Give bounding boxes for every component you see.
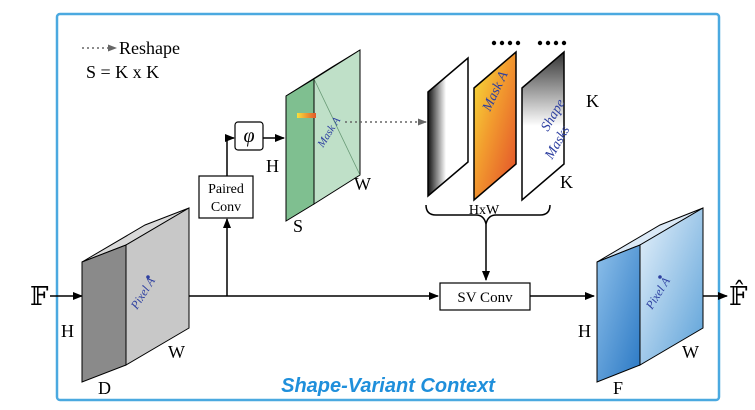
paired-conv-line2: Conv xyxy=(211,200,241,215)
block-s-inner-edge xyxy=(313,78,361,176)
output-symbol: 𝔽̂ xyxy=(729,279,748,311)
block-s-front xyxy=(285,78,315,222)
block-d-side xyxy=(125,207,190,366)
block-f-width-label: W xyxy=(682,342,699,362)
caption: Shape-Variant Context xyxy=(281,375,496,397)
block-s: Mask A xyxy=(285,49,361,222)
block-f-pixel-dot xyxy=(658,275,662,279)
reshape-label: Reshape xyxy=(119,38,180,58)
phi-box xyxy=(234,121,264,151)
mask-cards: Mask A Shape Masks xyxy=(427,40,574,202)
mask-card-color xyxy=(473,50,517,202)
block-f-height-label: H xyxy=(578,321,591,341)
block-d-height-label: H xyxy=(61,321,74,341)
mask-card-bw xyxy=(427,56,469,198)
paired-conv-box xyxy=(198,175,254,219)
sv-conv-label: SV Conv xyxy=(457,290,513,306)
block-s-name: S xyxy=(293,216,303,236)
ellipsis-dots-2 xyxy=(537,40,567,46)
mask-card-shape xyxy=(521,50,565,202)
block-s-pixel-highlight xyxy=(297,113,316,118)
block-d-name: D xyxy=(98,378,111,398)
block-s-width-label: W xyxy=(354,174,371,194)
block-d-width-label: W xyxy=(168,342,185,362)
phi-symbol: φ xyxy=(243,125,254,147)
block-d-pixel-dot xyxy=(146,275,150,279)
block-s-height-label: H xyxy=(266,156,279,176)
mask-k-top-label: K xyxy=(586,91,599,111)
formula-label: S = K x K xyxy=(86,62,159,82)
block-d-front xyxy=(81,244,127,383)
block-f-front xyxy=(596,244,641,383)
ellipsis-dots-1 xyxy=(491,40,521,46)
hw-label: HxW xyxy=(469,203,500,218)
mask-k-bottom-label: K xyxy=(560,172,573,192)
outer-border xyxy=(55,12,721,402)
block-f-name: F xyxy=(613,378,623,398)
paired-conv-line1: Paired xyxy=(208,182,244,197)
block-f: Pixel A xyxy=(596,207,704,383)
block-d: Pixel A xyxy=(81,207,190,383)
input-symbol: 𝔽 xyxy=(30,282,49,311)
block-f-side xyxy=(639,207,704,366)
